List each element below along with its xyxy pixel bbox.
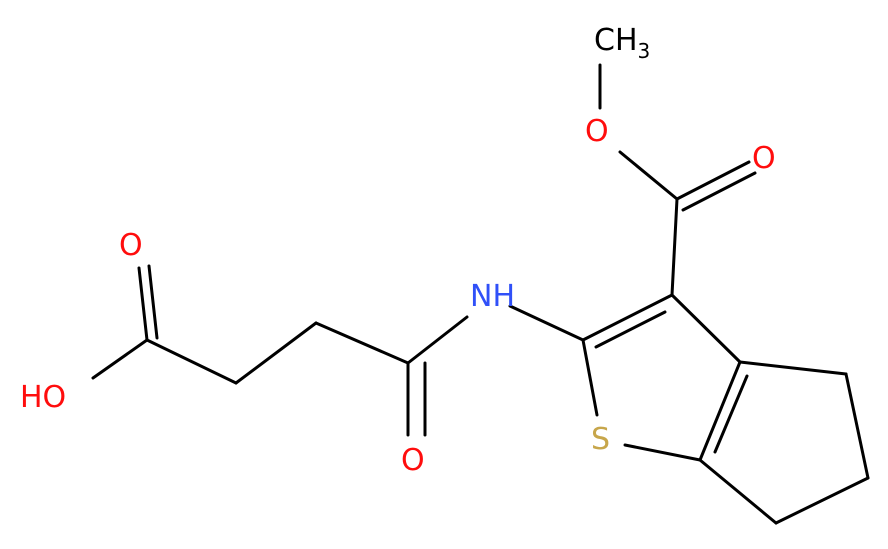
bond-c2-n — [508, 304, 585, 342]
bond-ch2a-ch2b — [234, 321, 318, 385]
amide-carbonyl-oxygen-label: O — [401, 443, 425, 478]
acid-hydroxyl-label: HO — [20, 380, 66, 415]
ester-carbonyl-oxygen-label: O — [752, 141, 776, 176]
bond-c2-s — [581, 338, 599, 417]
methyl-subscript: 3 — [638, 39, 651, 63]
thiophene-sulfur-label: S — [591, 422, 610, 457]
bond-s-c6a — [623, 443, 702, 462]
bond-o-carbonyl — [618, 150, 679, 201]
bond-c6a-c3a — [698, 360, 742, 462]
bond-amidec-ch2a — [314, 321, 410, 365]
bond-c3a-c4 — [738, 360, 848, 376]
atom-labels: CH3 O O NH O O HO S — [20, 23, 776, 478]
bond-n-amidec — [406, 315, 469, 365]
bond-carbonyl-c3 — [670, 197, 679, 297]
bond-c5-c6 — [774, 476, 870, 525]
acid-carbonyl-oxygen-label: O — [119, 228, 143, 263]
bond-acid-double-b — [147, 264, 159, 340]
bonds — [91, 63, 870, 525]
bond-c4-c5 — [844, 372, 870, 480]
amide-nh-label: NH — [470, 279, 515, 314]
ester-oxygen-label: O — [585, 114, 609, 149]
bond-c3-c3a — [670, 293, 742, 364]
methyl-label: CH3 — [594, 23, 650, 63]
bond-acid-oh — [91, 338, 149, 380]
bond-ch2b-acidc — [145, 338, 238, 385]
bond-c6-c6a — [698, 458, 778, 525]
bond-ester-c-double-o-a — [675, 160, 751, 201]
bond-ester-c-double-o-b — [681, 171, 757, 212]
bond-c3-c2-inner — [594, 310, 667, 349]
bond-acid-double-a — [137, 266, 149, 342]
bond-c6a-c3a-inner — [713, 374, 749, 454]
bond-c3-c2 — [581, 293, 674, 342]
